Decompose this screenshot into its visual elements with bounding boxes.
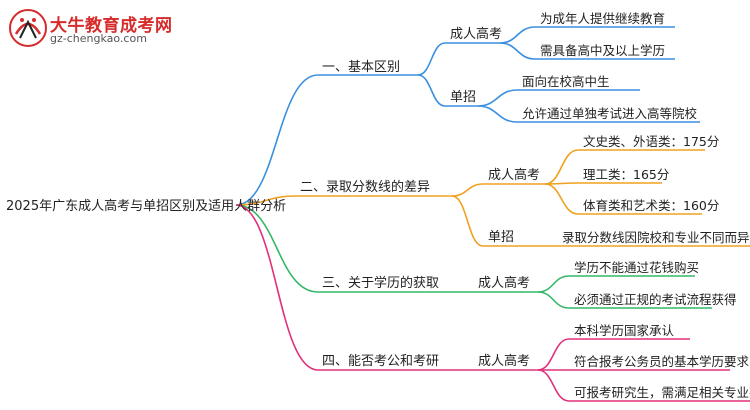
branch2-leaf: 文史类、外语类：175分 xyxy=(583,134,720,149)
connector-leaf xyxy=(544,183,579,215)
branch1-leaf: 面向在校高中生 xyxy=(522,74,610,89)
site-logo[interactable]: 大牛教育成考网 gz-chengkao.com xyxy=(8,8,183,48)
connector-leaf xyxy=(537,275,570,293)
branch-basic-difference: 一、基本区别 xyxy=(322,60,401,75)
branch4-leaf: 本科学历国家承认 xyxy=(574,323,675,338)
branch-score-difference: 二、录取分数线的差异 xyxy=(300,180,431,195)
connector-leaf xyxy=(499,42,536,60)
connector-root-branch1 xyxy=(235,74,319,206)
branch3-node-adult-exam: 成人高考 xyxy=(478,276,531,291)
connector-root-branch2 xyxy=(235,195,297,206)
branch4-node-adult-exam: 成人高考 xyxy=(478,354,531,369)
branch-civil-service-postgrad: 四、能否考公和考研 xyxy=(322,354,440,369)
branch2-leaf: 录取分数线因院校和专业不同而异 xyxy=(562,230,750,245)
connector-branch1-adult xyxy=(417,42,446,76)
branch2-leaf: 理工类：165分 xyxy=(583,167,670,182)
logo-title: 大牛教育成考网 xyxy=(50,16,173,36)
branch4-leaf: 符合报考公务员的基本学历要求 xyxy=(574,354,750,369)
connector-root-branch3 xyxy=(235,204,319,293)
connector-leaf xyxy=(477,89,518,107)
connector-leaf xyxy=(537,369,570,402)
connector-branch2-single xyxy=(451,195,484,247)
logo-url: gz-chengkao.com xyxy=(50,32,147,45)
connector-leaf xyxy=(544,149,579,185)
branch4-leaf: 可报考研究生，需满足相关专业要求 xyxy=(574,385,750,400)
connector-leaf xyxy=(537,291,570,309)
logo-badge-icon xyxy=(9,9,47,47)
mindmap-root: 2025年广东成人高考与单招区别及适用人群分析 xyxy=(6,199,287,214)
branch2-node-single-enroll: 单招 xyxy=(488,230,515,245)
branch1-leaf: 为成年人提供继续教育 xyxy=(540,11,666,26)
branch1-node-adult-exam: 成人高考 xyxy=(450,27,503,42)
connector-branch1-single xyxy=(417,74,446,107)
branch3-leaf: 学历不能通过花钱购买 xyxy=(574,260,700,275)
branch3-leaf: 必须通过正规的考试流程获得 xyxy=(574,292,737,307)
branch1-leaf: 需具备高中及以上学历 xyxy=(540,43,666,58)
connector-leaf xyxy=(477,105,518,123)
branch2-node-adult-exam: 成人高考 xyxy=(488,168,541,183)
branch1-node-single-enroll: 单招 xyxy=(450,90,477,105)
connector-leaf xyxy=(537,338,570,371)
connector-leaf xyxy=(499,26,536,44)
branch2-leaf: 体育类和艺术类：160分 xyxy=(583,198,720,213)
branch1-leaf: 允许通过单独考试进入高等院校 xyxy=(522,106,698,121)
connector-root-branch4 xyxy=(235,204,319,371)
connector-branch2-adult xyxy=(451,183,484,197)
branch-degree-acquisition: 三、关于学历的获取 xyxy=(322,276,440,291)
